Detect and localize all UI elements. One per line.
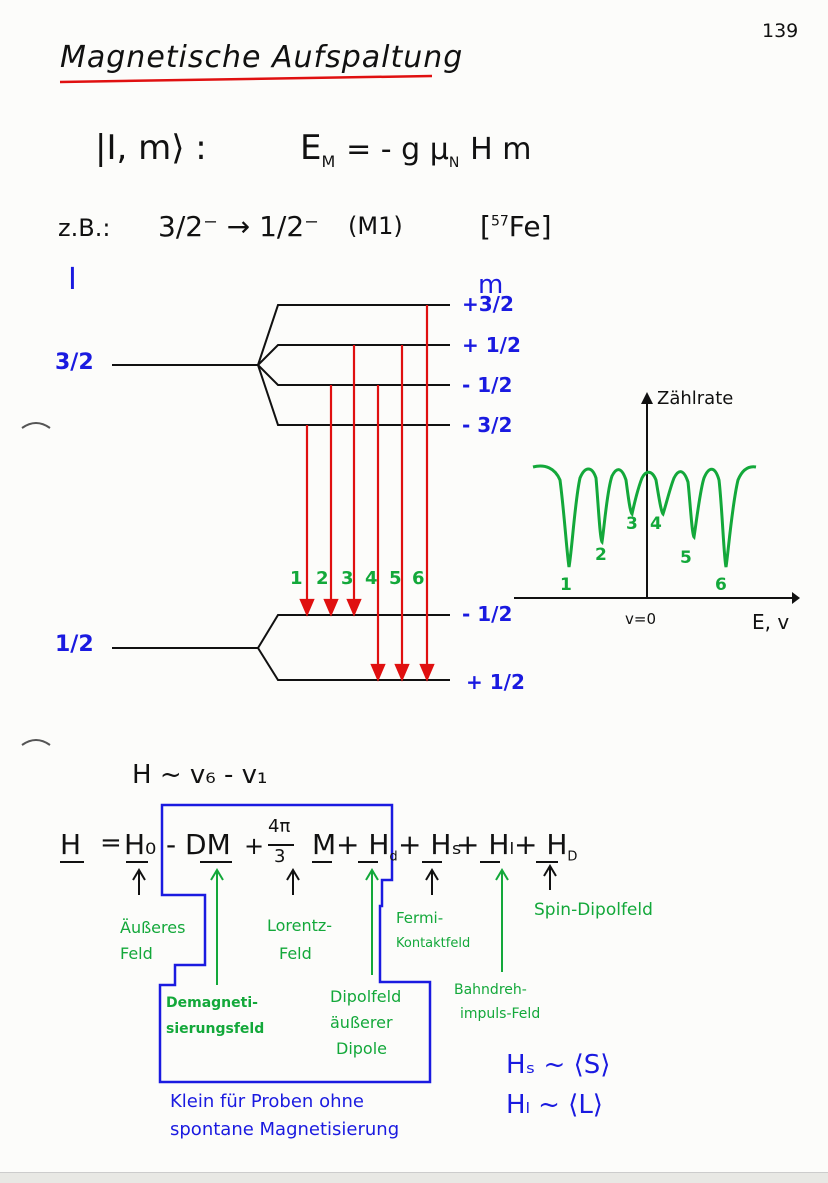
hamiltonian-hD: + HD xyxy=(514,828,577,865)
hs-proportional: Hₛ ~ ⟨S⟩ xyxy=(506,1050,611,1080)
ground-label-p12: + 1/2 xyxy=(466,670,525,694)
ground-sublevel-m12 xyxy=(257,614,450,649)
title-underline xyxy=(59,74,433,84)
annotation-external-field: Äußeres Feld xyxy=(120,918,186,963)
sublevel-line-p32 xyxy=(257,304,450,366)
transition-number-4: 4 xyxy=(365,568,378,589)
upper-level-label: 3/2 xyxy=(55,350,94,375)
hamiltonian-hl: + Hₗ xyxy=(456,828,515,861)
hamiltonian-h0: H₀ xyxy=(124,828,157,861)
peak-label-3: 3 xyxy=(626,514,638,534)
hamiltonian-hd: + Hd xyxy=(336,828,398,865)
lower-level-label: 1/2 xyxy=(55,632,94,657)
peak-label-5: 5 xyxy=(680,548,692,568)
mu-subscript: N xyxy=(448,154,460,171)
spectrum-ylabel: Zählrate xyxy=(657,388,734,409)
energy-end: H m xyxy=(470,132,532,167)
peak-label-6: 6 xyxy=(715,575,727,595)
hd-symbol: + H xyxy=(336,828,390,861)
ground-label-m12: - 1/2 xyxy=(462,602,513,626)
sublevel-label-p12: + 1/2 xyxy=(462,333,521,357)
annotation-fermi-field: Fermi- Kontaktfeld xyxy=(396,909,471,951)
example-isotope: [57Fe] xyxy=(480,210,552,243)
page-bottom-edge xyxy=(0,1172,828,1183)
state-ket: |I, m⟩ : xyxy=(95,128,207,168)
box-caption: Klein für Proben ohne spontane Magnetisi… xyxy=(170,1091,400,1140)
hD-subscript: D xyxy=(567,849,578,865)
isotope-element: Fe] xyxy=(508,210,552,243)
hamiltonian-eq: = xyxy=(100,828,122,858)
sublevel-line-m32 xyxy=(257,364,450,426)
transition-number-5: 5 xyxy=(389,568,402,589)
sublevel-line-p12 xyxy=(257,344,450,366)
annotation-dipol-field: Dipolfeld äußerer Dipole xyxy=(330,987,402,1058)
isotope-mass: 57 xyxy=(490,213,509,230)
field-relation: H ~ v₆ - v₁ xyxy=(132,760,268,790)
sublevel-label-m12: - 1/2 xyxy=(462,373,513,397)
example-prefix: z.B.: xyxy=(58,214,111,242)
hd-subscript: d xyxy=(389,849,398,865)
hamiltonian-lhs: H xyxy=(60,828,82,861)
isotope-bracket: [ xyxy=(480,210,491,243)
lorentz-coef-den: 3 xyxy=(274,846,286,867)
example-transition: 3/2⁻ → 1/2⁻ xyxy=(158,210,319,243)
annotation-orbital-field: Bahndreh- impuls-Feld xyxy=(454,982,541,1022)
hamiltonian-demag: - DM xyxy=(166,828,231,861)
local-field-box xyxy=(158,803,432,1084)
ground-sublevel-p12 xyxy=(257,647,450,681)
spectrum-xlabel: E, v xyxy=(752,610,790,634)
energy-formula: EM = - g μN H m xyxy=(300,128,531,171)
spectrum-curve xyxy=(532,464,757,568)
page-number: 139 xyxy=(762,20,799,42)
transition-number-1: 1 xyxy=(290,568,303,589)
sublevel-label-p32: +3/2 xyxy=(462,292,514,316)
annotation-demag-field: Demagneti- sierungsfeld xyxy=(166,995,265,1037)
transition-number-6: 6 xyxy=(412,568,425,589)
hamiltonian-plus-1: + xyxy=(244,832,265,860)
transition-number-3: 3 xyxy=(341,568,354,589)
peak-label-4: 4 xyxy=(650,514,662,534)
sublevel-line-m12 xyxy=(257,364,450,386)
sublevel-label-m32: - 3/2 xyxy=(462,413,513,437)
lorentz-coef-num: 4π xyxy=(268,816,291,837)
axis-m-label: m xyxy=(478,270,504,300)
axis-I-label: I xyxy=(68,262,77,297)
transition-number-2: 2 xyxy=(316,568,329,589)
annotation-lorentz-field: Lorentz- Feld xyxy=(267,916,333,963)
peak-label-1: 1 xyxy=(560,575,572,595)
peak-label-2: 2 xyxy=(595,545,607,565)
hl-proportional: Hₗ ~ ⟨L⟩ xyxy=(506,1090,603,1120)
spectrum-origin-label: v=0 xyxy=(625,610,656,628)
hD-symbol: + H xyxy=(514,828,568,861)
hamiltonian-hs: + Hₛ xyxy=(398,828,462,861)
annotation-spin-dipol: Spin-Dipolfeld xyxy=(534,900,653,920)
energy-symbol: E xyxy=(300,128,322,168)
energy-subscript: M xyxy=(321,151,336,171)
example-type: (M1) xyxy=(348,212,403,240)
energy-rhs: = - g μ xyxy=(346,132,449,167)
hamiltonian-lorentz-m: M xyxy=(312,828,337,861)
page-title: Magnetische Aufspaltung xyxy=(60,40,464,75)
